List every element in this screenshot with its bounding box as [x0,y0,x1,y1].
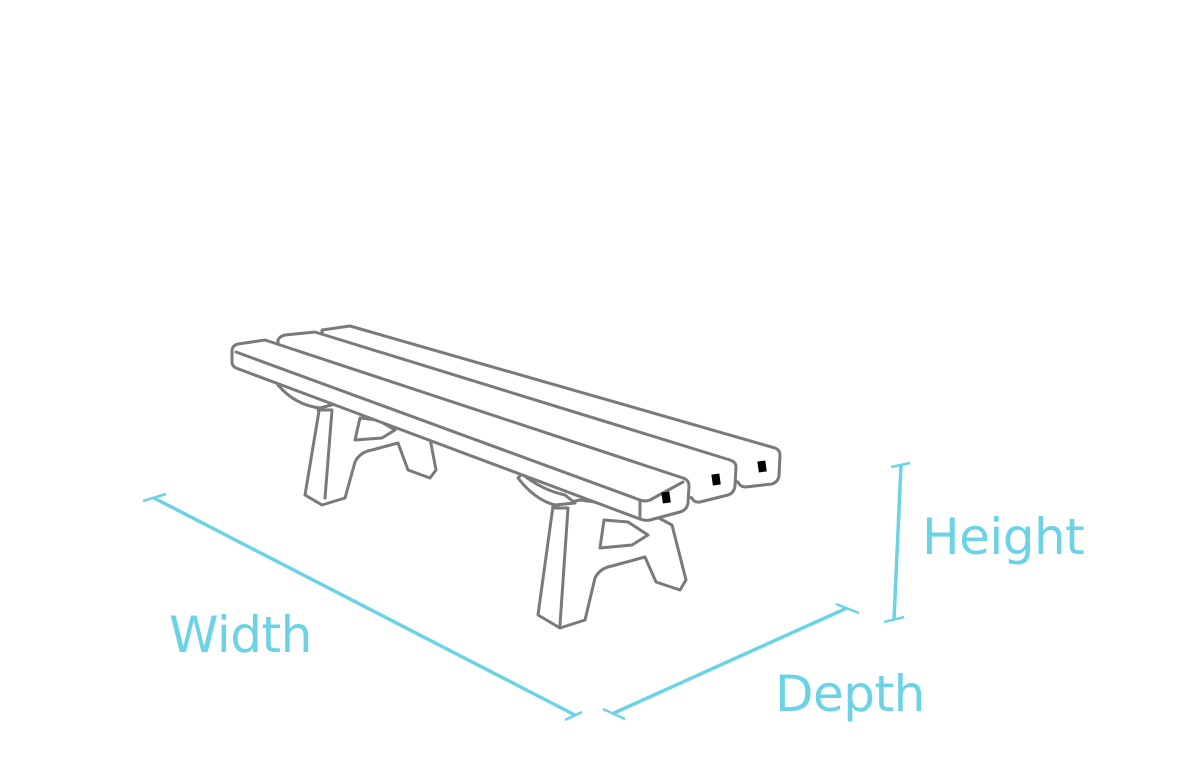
height-label: Height [922,508,1085,566]
slat-end-hole-middle [711,473,721,486]
slat-end-hole-back [757,460,767,473]
width-dimension-line [142,492,583,722]
bench-leg-right [516,472,688,630]
height-dimension-line [883,461,911,624]
width-label: Width [169,606,312,664]
dimension-lines [142,461,911,722]
depth-label: Depth [775,665,925,723]
slat-end-hole-front [661,491,671,504]
depth-dimension-line [602,602,860,721]
bench-illustration [230,324,782,630]
